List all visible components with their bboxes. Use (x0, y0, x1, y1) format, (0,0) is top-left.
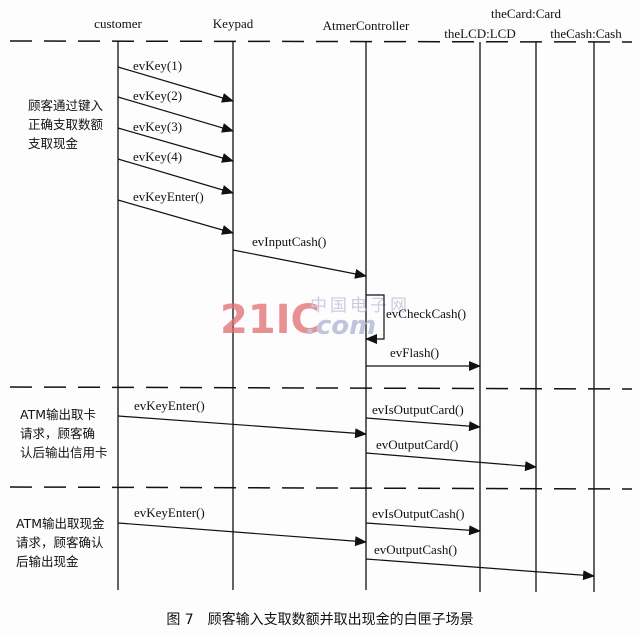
lifeline-card-label: theCard:Card (491, 6, 562, 21)
message-label: evCheckCash() (386, 306, 466, 321)
watermark-logo: 21IC 中国电子网 .com (220, 296, 410, 343)
self-message-arrow (365, 294, 385, 344)
watermark-domain-text: .com (306, 311, 376, 341)
figure-caption: 图 7 顾客输入支取数额并取出现金的白匣子场景 (166, 611, 473, 628)
message-arrow (365, 452, 537, 472)
message-label: evKeyEnter() (133, 189, 204, 204)
message-label: evKey(2) (133, 88, 182, 103)
section-divider (9, 486, 633, 490)
section-note: 请求，顾客确 (20, 426, 95, 441)
section-note: 正确支取数额 (28, 117, 104, 132)
message-label: evKeyEnter() (134, 398, 205, 413)
message-label: evKey(4) (133, 149, 182, 164)
message-arrow (232, 249, 367, 279)
message-arrow (117, 415, 367, 439)
message-label: evIsOutputCash() (372, 506, 464, 521)
section-note: 支取现金 (28, 136, 79, 151)
message-label: evFlash() (390, 345, 439, 360)
section-divider (9, 40, 633, 43)
message-label: evOutputCash() (374, 542, 457, 557)
message-arrow (117, 158, 234, 195)
message-label: evInputCash() (252, 234, 326, 249)
section-note: ATM输出取卡 (20, 407, 96, 422)
watermark-cn-text: 中国电子网 (310, 296, 410, 316)
message-arrow (117, 127, 234, 163)
lifeline-cash-label: theCash:Cash (550, 26, 622, 41)
lifeline-keypad-label: Keypad (213, 16, 254, 31)
section-note: 顾客通过键入 (28, 98, 104, 113)
message-arrow (365, 558, 595, 581)
lifeline-customer-label: customer (94, 16, 142, 31)
message-arrow (117, 66, 234, 103)
lifeline-controller-label: AtmerController (323, 18, 410, 33)
section-note: 请求，顾客确认 (16, 535, 104, 550)
message-label: evKey(1) (133, 58, 182, 73)
message-arrow (365, 522, 481, 536)
watermark-logo-text: 21IC (220, 297, 320, 343)
lifeline-lcd-label: theLCD:LCD (444, 26, 516, 41)
message-label: evKey(3) (133, 119, 182, 134)
message-label: evIsOutputCard() (372, 402, 464, 417)
message-arrow (365, 417, 481, 432)
section-note: 后输出现金 (16, 554, 79, 569)
message-label: evOutputCard() (376, 437, 458, 452)
section-note: 认后输出信用卡 (20, 445, 108, 460)
section-divider (9, 386, 633, 390)
message-arrow (117, 96, 234, 133)
message-arrow (117, 522, 367, 547)
message-arrow (117, 199, 234, 235)
message-label: evKeyEnter() (134, 505, 205, 520)
section-note: ATM输出取现金 (16, 516, 105, 531)
